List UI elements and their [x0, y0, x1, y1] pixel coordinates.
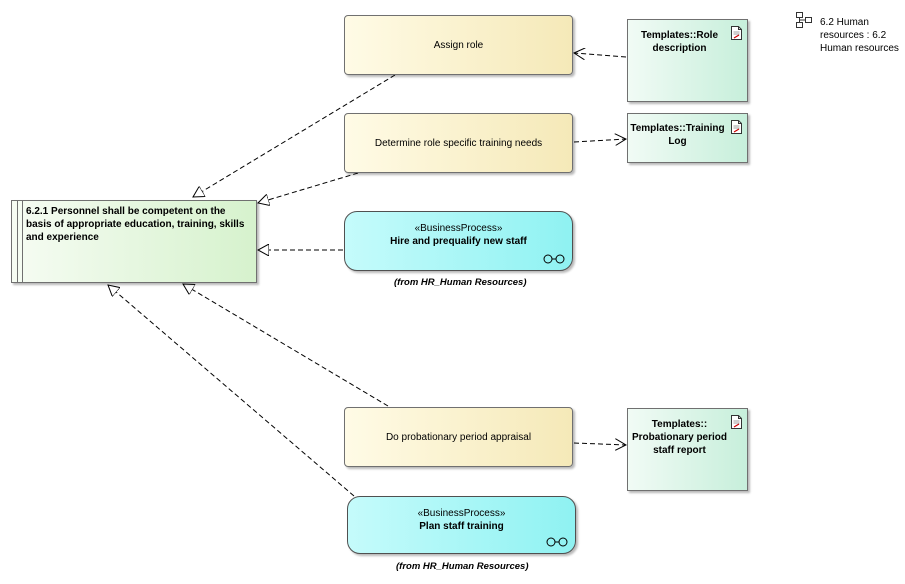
- activity-probation-appraisal[interactable]: Do probationary period appraisal: [344, 407, 573, 467]
- business-process-name: Plan staff training: [419, 521, 504, 532]
- document-icon: [731, 26, 742, 40]
- artifact-label: Templates:: Probationary period staff re…: [631, 419, 727, 456]
- activity-assign-role[interactable]: Assign role: [344, 15, 573, 75]
- artifact-probation-report[interactable]: Templates:: Probationary period staff re…: [627, 408, 748, 491]
- from-note-hire: (from HR_Human Resources): [394, 277, 527, 288]
- activity-label: Determine role specific training needs: [374, 137, 543, 149]
- document-icon: [731, 415, 742, 429]
- link-determine-training-to-training-log: [573, 139, 626, 142]
- stereotype-label: «BusinessProcess»: [414, 223, 503, 234]
- artifact-training-log[interactable]: Templates::Training Log: [627, 113, 748, 163]
- artifact-label: Templates::Role description: [640, 30, 719, 54]
- stereotype-label: «BusinessProcess»: [417, 508, 506, 519]
- link-determine-training-to-requirement: [258, 172, 359, 203]
- activity-label: Assign role: [433, 39, 484, 51]
- link-probation-to-requirement: [183, 284, 389, 407]
- activity-label: Do probationary period appraisal: [385, 431, 532, 443]
- link-assign-role-to-requirement: [193, 74, 396, 197]
- business-process-plan-training[interactable]: «BusinessProcess» Plan staff training: [347, 496, 576, 554]
- glasses-icon: [546, 537, 568, 547]
- requirement-text: 6.2.1 Personnel shall be competent on th…: [26, 206, 245, 243]
- artifact-role-description[interactable]: Templates::Role description: [627, 19, 748, 102]
- artifact-label: Templates::Training Log: [630, 123, 725, 147]
- from-note-plan-training: (from HR_Human Resources): [396, 561, 529, 572]
- business-process-hire[interactable]: «BusinessProcess» Hire and prequalify ne…: [344, 211, 573, 271]
- package-link-icon: [796, 12, 812, 28]
- link-plan-training-to-requirement: [108, 285, 355, 497]
- business-process-name: Hire and prequalify new staff: [390, 236, 527, 247]
- requirement-bar: [17, 201, 23, 282]
- package-link-label[interactable]: 6.2 Human resources : 6.2 Human resource…: [820, 17, 899, 54]
- activity-determine-training[interactable]: Determine role specific training needs: [344, 113, 573, 173]
- document-icon: [731, 120, 742, 134]
- link-role-description-to-assign-role: [574, 53, 627, 57]
- requirement-6-2-1[interactable]: 6.2.1 Personnel shall be competent on th…: [11, 200, 257, 283]
- glasses-icon: [543, 254, 565, 264]
- link-probation-to-report: [573, 443, 626, 445]
